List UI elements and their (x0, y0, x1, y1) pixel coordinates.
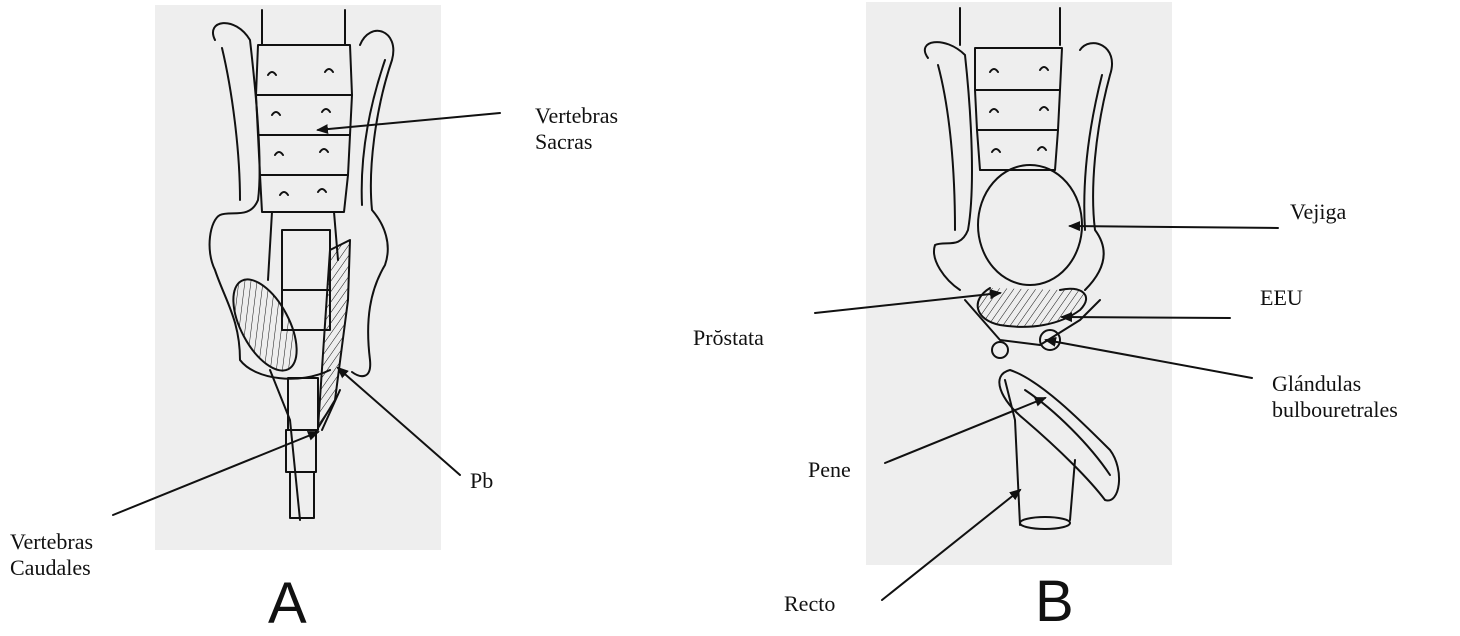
panel-a-letter: A (268, 574, 307, 634)
arrow-pb (338, 368, 460, 475)
label-bladder: Vejiga (1290, 199, 1346, 225)
label-rectum: Recto (784, 591, 835, 617)
label-eeu: EEU (1260, 285, 1303, 311)
label-penis: Pene (808, 457, 851, 483)
arrow-penis (885, 398, 1045, 463)
arrow-bulbourethral-glands (1046, 340, 1252, 378)
label-pb: Pb (470, 468, 493, 494)
panel-b-letter: B (1035, 572, 1074, 632)
label-sacral-vertebrae: Vertebras Sacras (535, 103, 618, 155)
label-prostate: Prŏstata (693, 325, 764, 351)
arrow-eeu (1062, 317, 1230, 318)
panel-b-drawing (925, 8, 1119, 529)
arrow-prostate (815, 293, 1000, 313)
label-caudal-vertebrae: Vertebras Caudales (10, 529, 93, 581)
arrow-sacral-vertebrae (318, 113, 500, 130)
label-bulbourethral-glands: Glándulas bulbouretrales (1272, 371, 1398, 423)
arrow-bladder (1070, 226, 1278, 228)
panel-a-drawing (210, 10, 394, 520)
arrow-caudal-vertebrae (113, 432, 318, 515)
arrow-rectum (882, 490, 1020, 600)
